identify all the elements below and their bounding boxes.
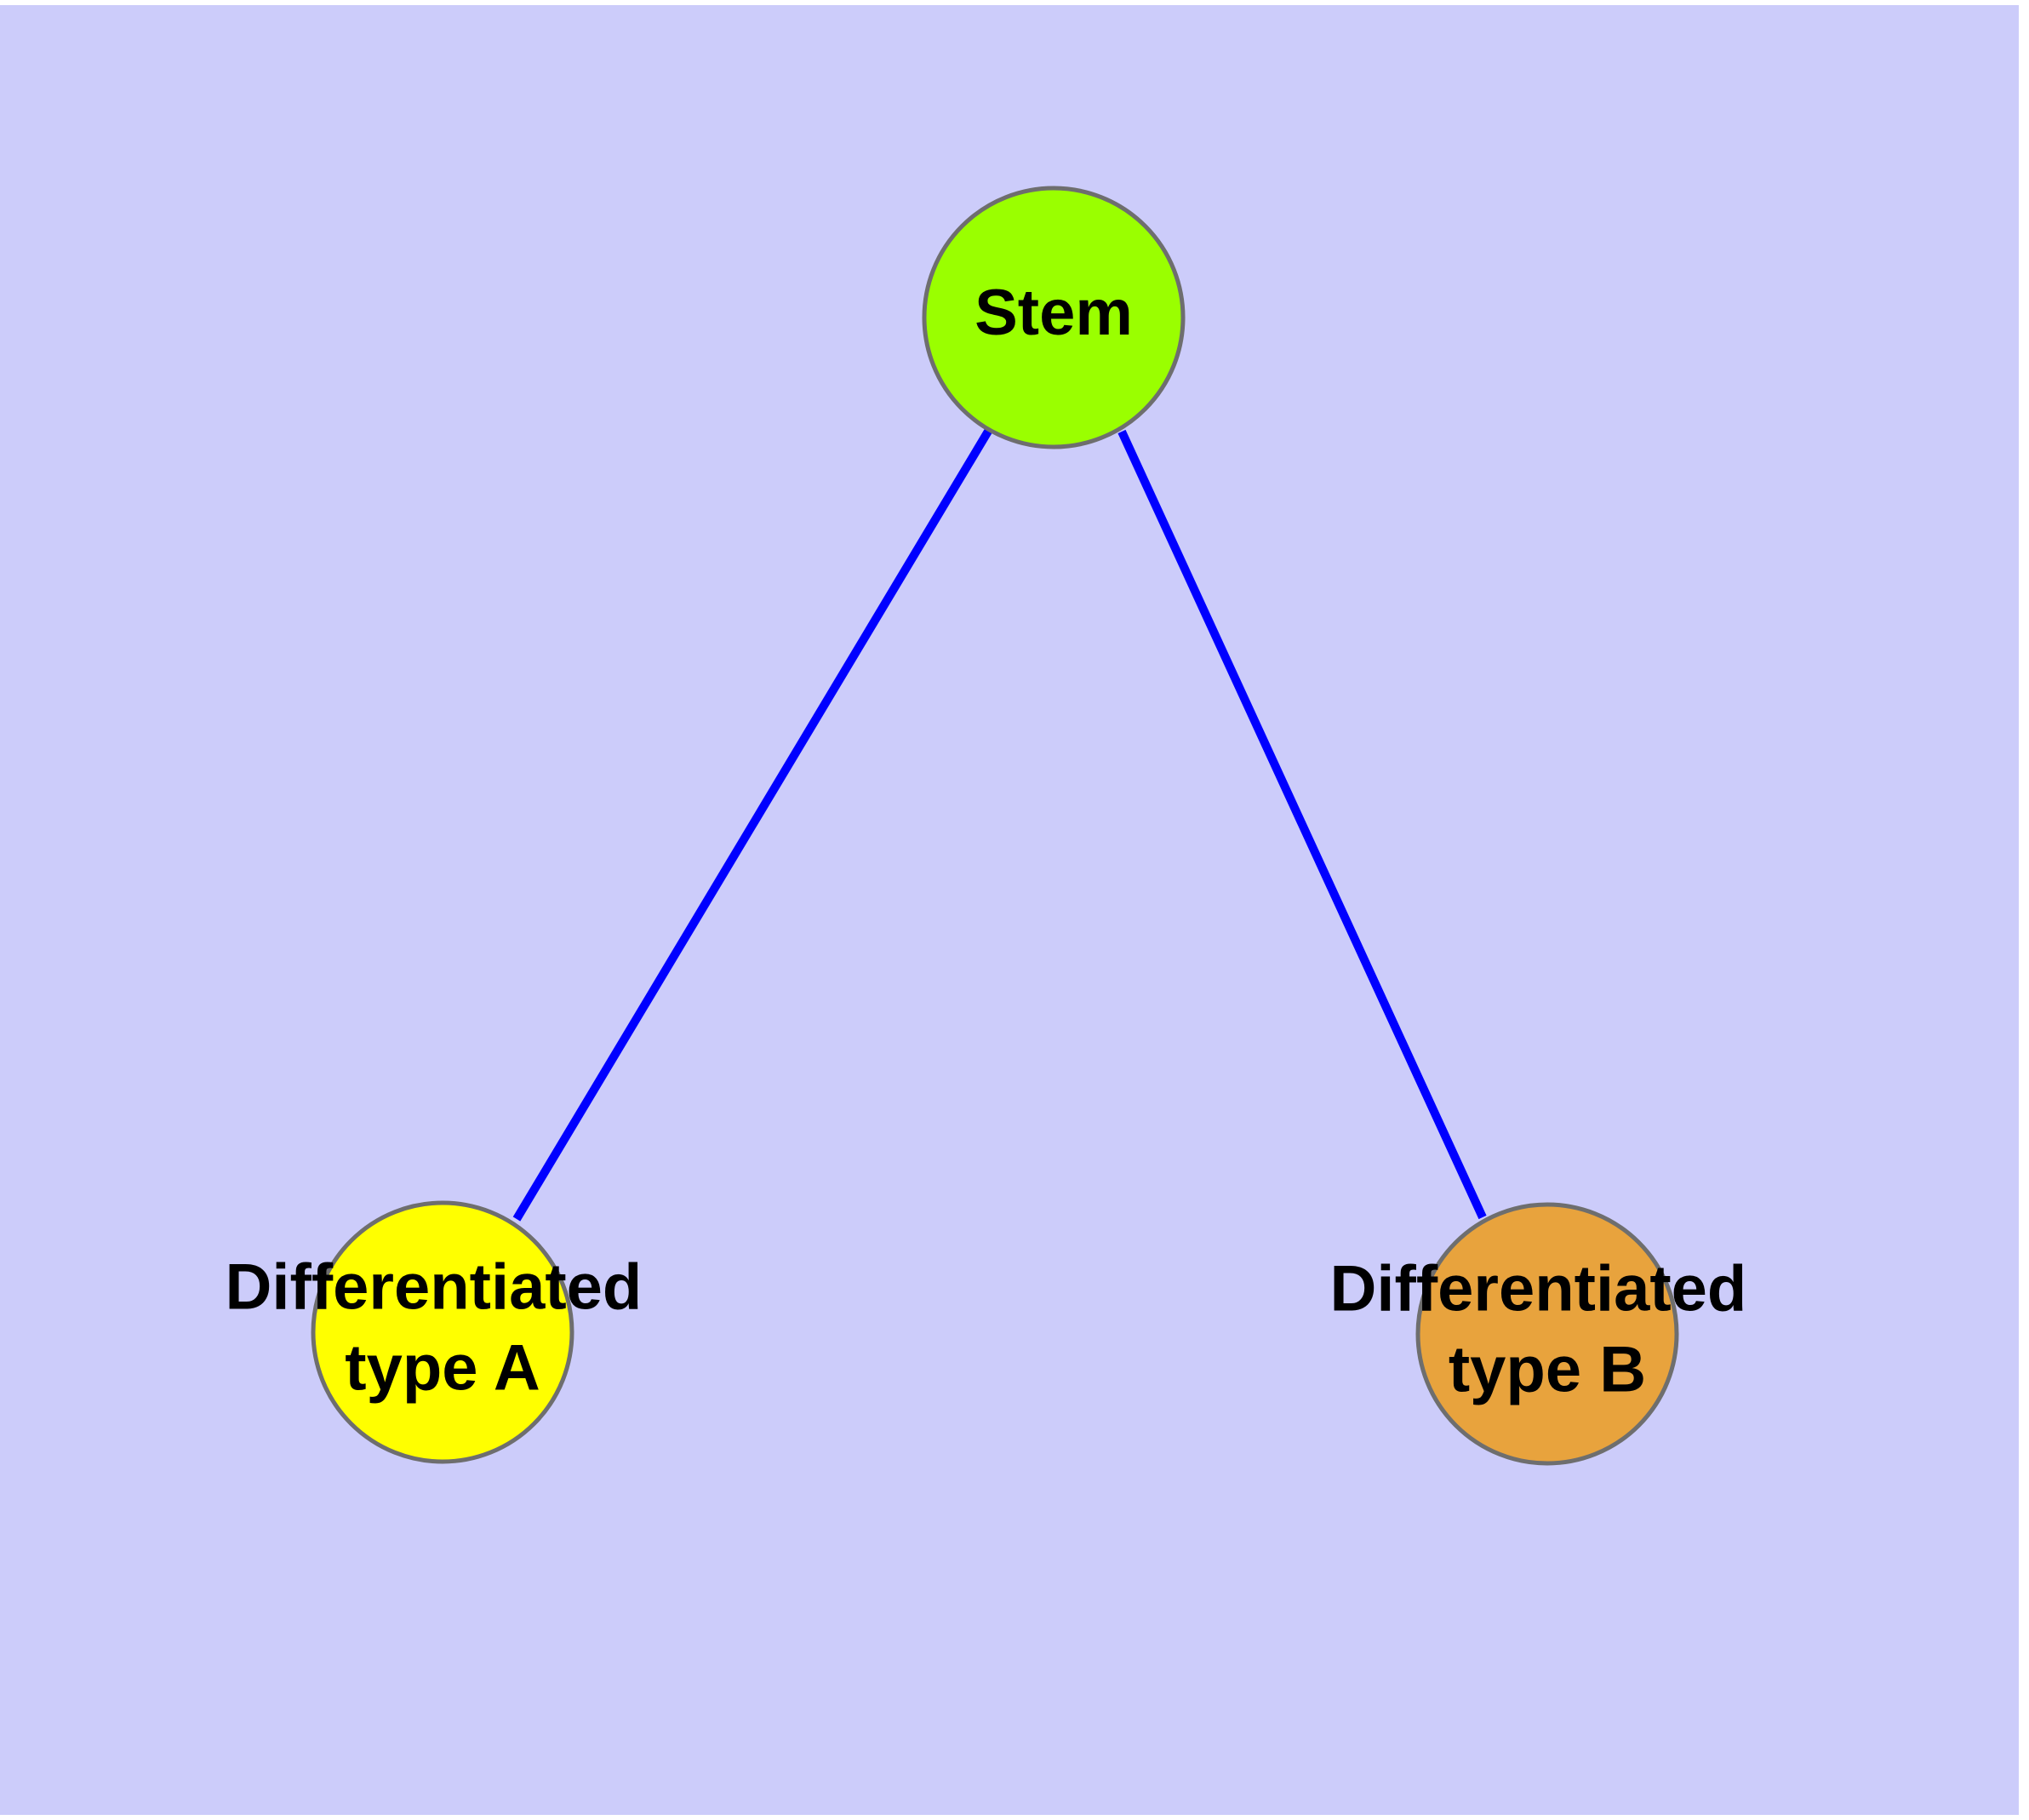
node-differentiated-type-a-circle[interactable] [311,1200,574,1464]
edge-stem-to-differentiated-type-a[interactable] [512,427,993,1222]
edge-stem-to-differentiated-type-b[interactable] [1117,429,1487,1220]
node-differentiated-type-a-label-line-1: Differentiated [226,1251,643,1324]
node-differentiated-type-a-label-line-2: type A [345,1332,540,1405]
node-layer [311,186,1679,1466]
node-stem-label: Stem [974,277,1133,349]
graph-svg: Stem Differentiated type A Differentiate… [226,186,1765,1466]
node-differentiated-type-a[interactable] [311,1200,574,1464]
node-differentiated-type-b-label-line-2: type B [1449,1334,1646,1406]
node-stem-label-line-1: Stem [974,277,1133,349]
node-differentiated-type-b[interactable] [1415,1202,1679,1466]
node-differentiated-type-a-label: Differentiated type A [226,1251,660,1405]
diagram-canvas: Stem Differentiated type A Differentiate… [0,5,2019,1815]
node-stem-circle[interactable] [922,186,1186,449]
node-stem[interactable] [922,186,1186,449]
edge-layer [512,427,1487,1222]
node-differentiated-type-b-label-line-1: Differentiated [1330,1253,1747,1325]
label-layer: Stem Differentiated type A Differentiate… [226,277,1765,1406]
node-differentiated-type-b-label: Differentiated type B [1330,1253,1765,1406]
node-differentiated-type-b-circle[interactable] [1415,1202,1679,1466]
